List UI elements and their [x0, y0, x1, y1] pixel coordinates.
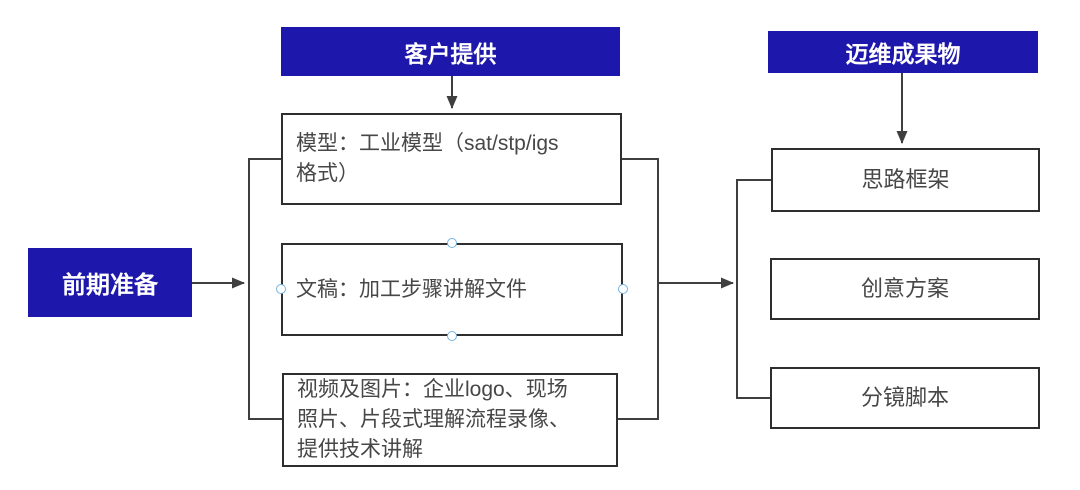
- deliverables-header-label: 迈维成果物: [845, 41, 961, 67]
- customer-item-document-node[interactable]: 文稿：加工步骤讲解文件: [281, 243, 623, 336]
- customer-item-model-node[interactable]: 模型：工业模型（sat/stp/igs格式）: [281, 113, 622, 205]
- deliverable-storyboard-node[interactable]: 分镜脚本: [770, 367, 1040, 429]
- bracket-right-distribute[interactable]: [736, 179, 771, 399]
- selection-handle-right[interactable]: [618, 284, 628, 294]
- deliverables-header-node[interactable]: 迈维成果物: [768, 31, 1038, 73]
- customer-header-node[interactable]: 客户提供: [281, 27, 620, 76]
- customer-item-model-label: 模型：工业模型（sat/stp/igs格式）: [296, 132, 559, 185]
- customer-header-label: 客户提供: [404, 40, 497, 67]
- prep-node[interactable]: 前期准备: [28, 248, 192, 317]
- selection-handle-bottom[interactable]: [447, 331, 457, 341]
- bracket-right-collect[interactable]: [618, 158, 659, 420]
- selection-handle-left[interactable]: [276, 284, 286, 294]
- bracket-left-collect[interactable]: [248, 158, 282, 420]
- prep-node-label: 前期准备: [62, 272, 158, 299]
- deliverable-creative-node[interactable]: 创意方案: [770, 258, 1040, 320]
- customer-item-media-label: 视频及图片：企业logo、现场照片、片段式理解流程录像、提供技术讲解: [297, 378, 570, 461]
- customer-item-media-node[interactable]: 视频及图片：企业logo、现场照片、片段式理解流程录像、提供技术讲解: [282, 373, 618, 467]
- deliverable-framework-label: 思路框架: [861, 167, 950, 192]
- deliverable-framework-node[interactable]: 思路框架: [771, 148, 1040, 212]
- selection-handle-top[interactable]: [447, 238, 457, 248]
- customer-item-document-label: 文稿：加工步骤讲解文件: [296, 277, 527, 301]
- deliverable-creative-label: 创意方案: [860, 276, 949, 301]
- deliverable-storyboard-label: 分镜脚本: [860, 385, 949, 410]
